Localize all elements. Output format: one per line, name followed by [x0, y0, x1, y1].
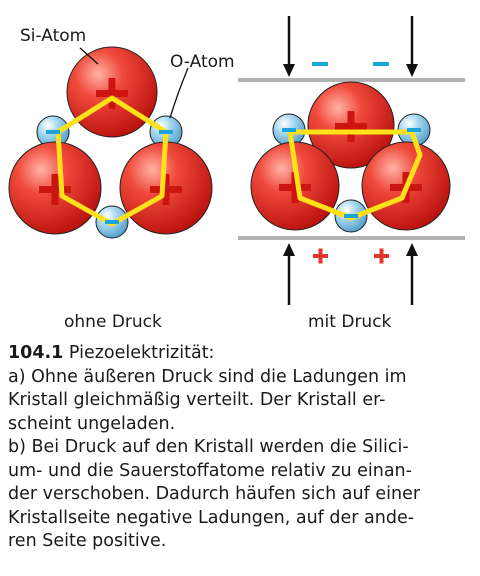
plus-sign	[96, 78, 128, 109]
minus-sign	[159, 130, 173, 134]
with-pressure-label: mit Druck	[308, 312, 392, 332]
negative-charge	[373, 62, 389, 66]
pressure-arrow-bottom-left	[283, 243, 295, 305]
caption-heading: 104.1 Piezoelektrizität:	[8, 342, 472, 366]
plus-sign	[39, 174, 71, 205]
caption-line: um- und die Sauerstoffatome relativ zu e…	[8, 460, 412, 481]
piezo-diagram	[8, 16, 465, 305]
caption-line: Kristallseite negative Ladungen, auf der…	[8, 507, 415, 528]
minus-sign	[46, 130, 60, 134]
positive-charge	[374, 248, 389, 264]
crystal-with-pressure	[238, 16, 465, 305]
pressure-arrow-bottom-right	[406, 243, 418, 305]
plus-sign	[150, 174, 182, 205]
crystal-without-pressure	[8, 46, 213, 239]
caption-line: scheint ungeladen.	[8, 413, 176, 434]
minus-sign	[407, 128, 421, 132]
si-atom-label: Si-Atom	[20, 26, 87, 46]
o-atom-label: O-Atom	[170, 52, 235, 72]
si-atom-pointer	[79, 47, 99, 65]
caption-line: Kristall gleichmäßig verteilt. Der Krist…	[8, 390, 386, 410]
without-pressure-label: ohne Druck	[64, 312, 162, 332]
o-atom-pointer	[169, 67, 189, 119]
caption-line: der verschoben. Dadurch häufen sich auf …	[8, 484, 421, 504]
caption-line: ren Seite positive.	[8, 531, 167, 551]
caption-line: b) Bei Druck auf den Kristall werden die…	[8, 437, 409, 457]
minus-sign	[344, 214, 358, 218]
pressure-arrow-top-left	[283, 16, 295, 77]
figure-title: Piezoelektrizität:	[63, 343, 215, 363]
figure-number: 104.1	[8, 343, 64, 363]
pressure-arrow-top-right	[406, 16, 418, 77]
plus-sign	[279, 172, 311, 203]
figure-caption: 104.1 Piezoelektrizität: a) Ohne äußeren…	[8, 342, 472, 554]
plus-sign	[335, 111, 367, 142]
minus-sign	[105, 220, 119, 224]
minus-sign	[282, 128, 296, 132]
positive-charge	[313, 248, 328, 264]
caption-line: a) Ohne äußeren Druck sind die Ladungen …	[8, 366, 407, 387]
negative-charge	[312, 62, 328, 66]
